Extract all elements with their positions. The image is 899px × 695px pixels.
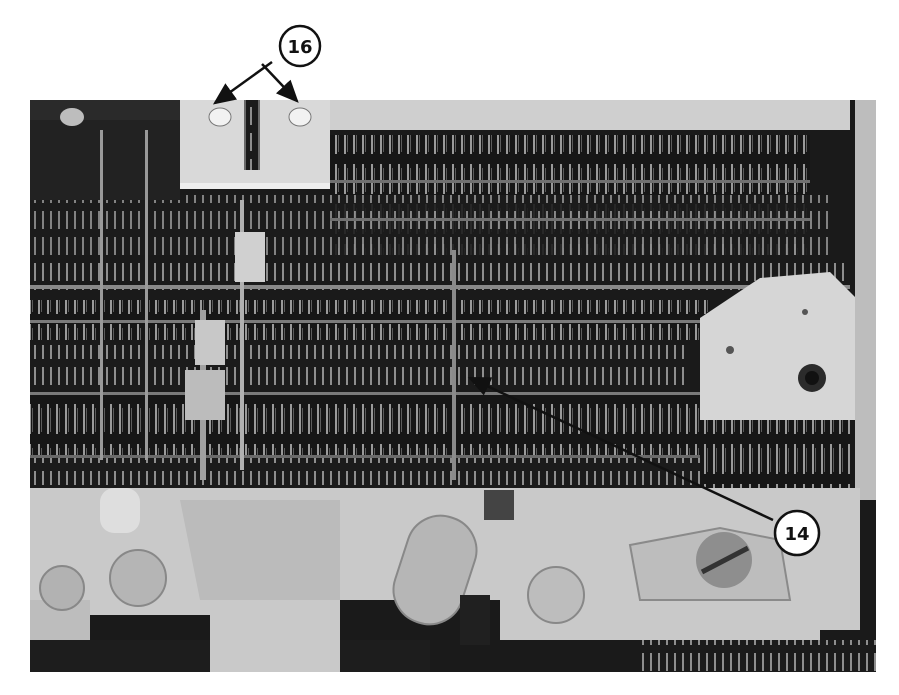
screw [60,108,84,126]
lower-casting [30,488,860,672]
callout-16: 16 [212,24,322,105]
photograph [30,100,876,672]
callout-16-label: 16 [287,37,312,58]
top-rail [330,100,850,130]
callout-14: 14 [467,376,821,557]
side-plate [700,100,876,500]
screw [208,107,232,127]
callout-14-label: 14 [784,524,809,545]
bracket-16 [180,100,330,189]
screw [288,107,312,127]
